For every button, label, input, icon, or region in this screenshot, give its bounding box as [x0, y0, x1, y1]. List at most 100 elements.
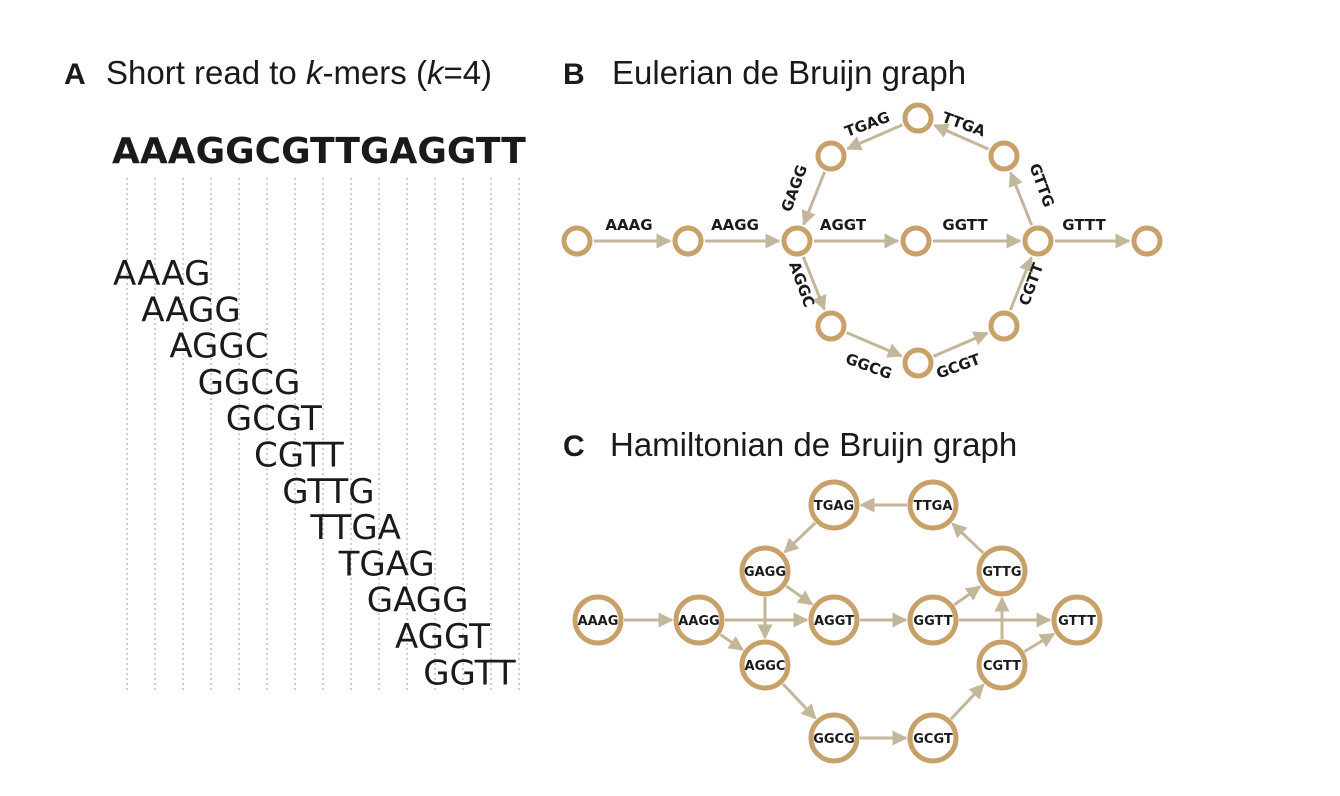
eulerian-edge-label: AAAG — [605, 216, 652, 234]
hamiltonian-node: CGTT — [976, 639, 1028, 691]
hamiltonian-node-circle — [907, 712, 959, 764]
eulerian-edge — [801, 256, 827, 311]
eulerian-edge-label: GTTT — [1062, 216, 1106, 234]
kmer: GAGG — [367, 581, 469, 621]
eulerian-edge — [846, 331, 903, 358]
hamiltonian-node-label: CGTT — [983, 659, 1021, 674]
hamiltonian-node-circle — [808, 594, 860, 646]
eulerian-edge-label: GTTG — [1026, 161, 1058, 210]
hamiltonian-node: GCGT — [907, 712, 959, 764]
hamiltonian-node-circle — [673, 594, 725, 646]
hamiltonian-node-circle — [808, 479, 860, 531]
hamiltonian-node-label: GTTT — [1058, 614, 1096, 629]
eulerian-edge-label: GAGG — [778, 162, 812, 214]
panel-b-letter: B — [563, 58, 585, 91]
kmer: CGTT — [254, 436, 344, 476]
kmer: AGGT — [395, 617, 490, 657]
eulerian-edge-label: GCGT — [934, 350, 984, 383]
panel-a-title: Short read to k-mers (k=4) — [106, 54, 492, 91]
eulerian-edge — [801, 171, 827, 226]
eulerian-node — [781, 225, 813, 257]
panel-a: A Short read to k-mers (k=4) AAAGGCGTTGA… — [64, 54, 526, 693]
kmer: GGTT — [423, 653, 516, 693]
hamiltonian-node: AAGG — [673, 594, 725, 646]
hamiltonian-node: GTTT — [1051, 594, 1103, 646]
hamiltonian-edge — [951, 522, 985, 555]
kmer: TGAG — [338, 544, 435, 584]
hamiltonian-edge — [781, 682, 817, 720]
hamiltonian-node-label: AAAG — [578, 614, 619, 629]
eulerian-nodes — [561, 102, 1163, 379]
eulerian-edge-label: TTGA — [940, 108, 989, 140]
kmer: AAAG — [113, 254, 210, 294]
kmer: GCGT — [226, 399, 322, 439]
hamiltonian-node-circle — [907, 479, 959, 531]
hamiltonian-node: TGAG — [808, 479, 860, 531]
hamiltonian-edge — [953, 585, 982, 607]
eulerian-node — [988, 310, 1020, 342]
hamiltonian-node-label: TGAG — [814, 499, 854, 514]
hamiltonian-edge — [719, 633, 744, 652]
hamiltonian-node-label: AAGG — [678, 614, 719, 629]
hamiltonian-node-label: GTTG — [982, 565, 1021, 580]
panel-c-title: Hamiltonian de Bruijn graph — [610, 426, 1017, 463]
hamiltonian-node-label: TTGA — [914, 499, 953, 514]
kmer: GTTG — [282, 472, 374, 512]
hamiltonian-node-label: AGGT — [814, 614, 854, 629]
eulerian-node — [1131, 225, 1163, 257]
hamiltonian-node-circle — [808, 712, 860, 764]
eulerian-node — [672, 225, 704, 257]
hamiltonian-node-circle — [976, 639, 1028, 691]
hamiltonian-node: GGTT — [907, 594, 959, 646]
kmer: AAGG — [141, 290, 241, 330]
hamiltonian-nodes: AAAG AAGG AGGT GGTT GTTT GAGG TGAG TTGA GTTG AGGC… — [572, 479, 1103, 764]
eulerian-edge-label: GGTT — [942, 216, 988, 234]
hamiltonian-node-circle — [739, 639, 791, 691]
panel-b: B Eulerian de Bruijn graph AAAG AAGG AGGT G… — [561, 54, 1163, 383]
eulerian-node — [1022, 225, 1054, 257]
hamiltonian-node-label: AGGC — [745, 659, 786, 674]
kmer: TTGA — [309, 508, 401, 548]
hamiltonian-node-label: GGTT — [913, 614, 952, 629]
hamiltonian-edge — [1023, 632, 1056, 653]
eulerian-node — [988, 140, 1020, 172]
eulerian-node — [900, 225, 932, 257]
hamiltonian-edge — [783, 521, 817, 554]
hamiltonian-node: AGGT — [808, 594, 860, 646]
hamiltonian-node-label: GGCG — [813, 732, 855, 747]
eulerian-node — [902, 347, 934, 379]
panel-a-letter: A — [64, 58, 86, 91]
hamiltonian-node: GTTG — [976, 545, 1028, 597]
eulerian-edge — [846, 123, 904, 151]
kmer: AGGC — [169, 327, 268, 367]
panel-b-title: Eulerian de Bruijn graph — [612, 54, 966, 91]
hamiltonian-node: AGGC — [739, 639, 791, 691]
hamiltonian-node-circle — [976, 545, 1028, 597]
hamiltonian-node-label: GAGG — [744, 565, 786, 580]
hamiltonian-node: AAAG — [572, 594, 624, 646]
hamiltonian-edges — [624, 497, 1056, 746]
hamiltonian-node-circle — [1051, 594, 1103, 646]
eulerian-edge — [933, 123, 990, 151]
hamiltonian-node: TTGA — [907, 479, 959, 531]
eulerian-edge-label: AAGG — [711, 216, 759, 234]
eulerian-edge — [1008, 256, 1034, 311]
hamiltonian-node-label: GCGT — [913, 732, 953, 747]
hamiltonian-edge — [949, 683, 985, 721]
eulerian-edges — [594, 123, 1131, 358]
hamiltonian-node-circle — [907, 594, 959, 646]
hamiltonian-node-circle — [572, 594, 624, 646]
eulerian-node — [902, 102, 934, 134]
eulerian-edge-label: GGCG — [843, 350, 894, 383]
short-read: AAAGGCGTTGAGGTT — [112, 131, 526, 172]
kmer: GGCG — [198, 363, 301, 403]
hamiltonian-node: GGCG — [808, 712, 860, 764]
hamiltonian-node-circle — [739, 545, 791, 597]
kmer-list: AAAGAAGGAGGCGGCGGCGTCGTTGTTGTTGATGAGGAGG… — [113, 254, 516, 693]
eulerian-edge-label: AGGT — [820, 216, 867, 234]
eulerian-edge — [933, 331, 989, 358]
hamiltonian-node: GAGG — [739, 545, 791, 597]
